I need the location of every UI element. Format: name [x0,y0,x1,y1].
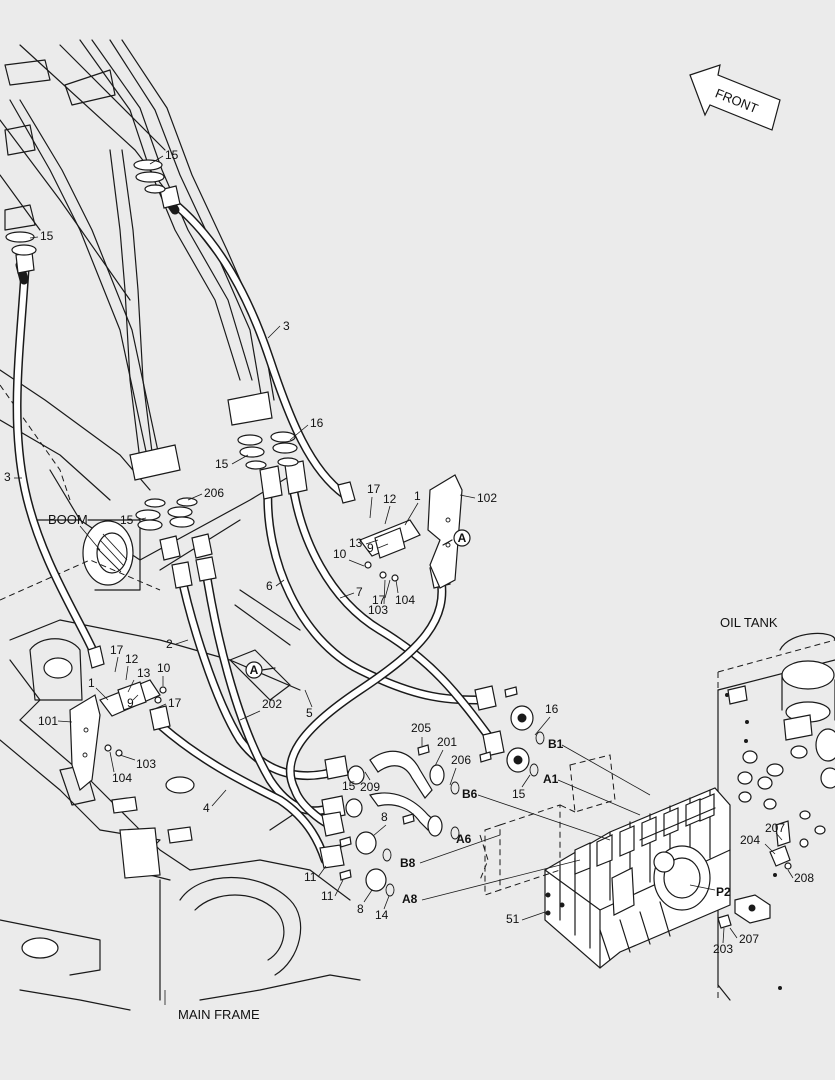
callout-11: 11 [321,889,334,903]
callout-11: 11 [304,870,317,884]
callouts: 15 15 15 15 15 15 3 3 16 16 206 206 17 1… [4,148,814,956]
callout-15: 15 [165,148,179,162]
callout-10: 10 [157,661,171,675]
callout-1: 1 [414,489,421,503]
port-label-b1: B1 [548,737,564,751]
main-frame-label: MAIN FRAME [178,1007,260,1022]
callout-12: 12 [125,652,139,666]
clamp-stacks [5,159,299,531]
front-arrow: FRONT [689,64,781,131]
callout-17: 17 [372,593,386,607]
callout-206: 206 [451,753,471,767]
port-label-a8: A8 [402,892,418,906]
callout-17: 17 [367,482,381,496]
callout-14: 14 [375,908,389,922]
callout-9: 9 [127,696,134,710]
control-valve [544,787,731,969]
callout-6: 6 [266,579,273,593]
view-marker-a: A A [245,529,471,679]
port-label-b8: B8 [400,856,416,870]
callout-16: 16 [545,702,559,716]
callout-10: 10 [333,547,347,561]
callout-12: 12 [383,492,397,506]
oil-tank-label: OIL TANK [720,615,778,630]
callout-9: 9 [367,541,374,555]
callout-209: 209 [360,780,380,794]
callout-15: 15 [215,457,229,471]
callout-13: 13 [137,666,151,680]
callout-16: 16 [310,416,324,430]
port-faces [479,754,616,896]
boom-label: BOOM [48,512,88,527]
callout-7: 7 [356,585,363,599]
view-marker-left: A [250,663,259,677]
port-label-b6: B6 [462,787,478,801]
callout-5: 5 [306,706,313,720]
callout-17: 17 [168,696,182,710]
callout-201: 201 [437,735,457,749]
callout-4: 4 [203,801,210,815]
callout-8: 8 [357,902,364,916]
callout-203: 203 [713,942,733,956]
callout-102: 102 [477,491,497,505]
callout-101: 101 [38,714,58,728]
callout-15: 15 [342,779,356,793]
callout-104: 104 [395,593,415,607]
callout-204: 204 [740,833,760,847]
callout-207: 207 [739,932,759,946]
callout-13: 13 [349,536,363,550]
callout-3: 3 [4,470,11,484]
rigid-tubes [369,750,445,837]
port-label-a6: A6 [456,832,472,846]
callout-51: 51 [506,912,520,926]
flanges [339,686,545,897]
callout-207: 207 [765,821,785,835]
callout-17: 17 [110,643,124,657]
hoses [12,190,500,865]
view-marker-right: A [458,531,467,545]
callout-1: 1 [88,676,95,690]
callout-202: 202 [262,697,282,711]
hose-fittings [15,185,505,869]
callout-103: 103 [368,603,388,617]
callout-15: 15 [40,229,54,243]
callout-205: 205 [411,721,431,735]
callout-104: 104 [112,771,132,785]
callout-206: 206 [204,486,224,500]
main-frame [0,559,361,1011]
port-label-a1: A1 [543,772,559,786]
callout-15: 15 [512,787,526,801]
callout-8: 8 [381,810,388,824]
boom-pipes [9,39,275,481]
callout-3: 3 [283,319,290,333]
port-labels: B1 A1 B6 A6 B8 A8 P2 [400,737,731,906]
brackets [69,474,463,792]
elbow-fitting [717,820,792,929]
callout-103: 103 [136,757,156,771]
callout-15: 15 [120,513,134,527]
callout-2: 2 [166,637,173,651]
callout-208: 208 [794,871,814,885]
oil-tank [717,632,835,1001]
port-label-p2: P2 [716,885,731,899]
